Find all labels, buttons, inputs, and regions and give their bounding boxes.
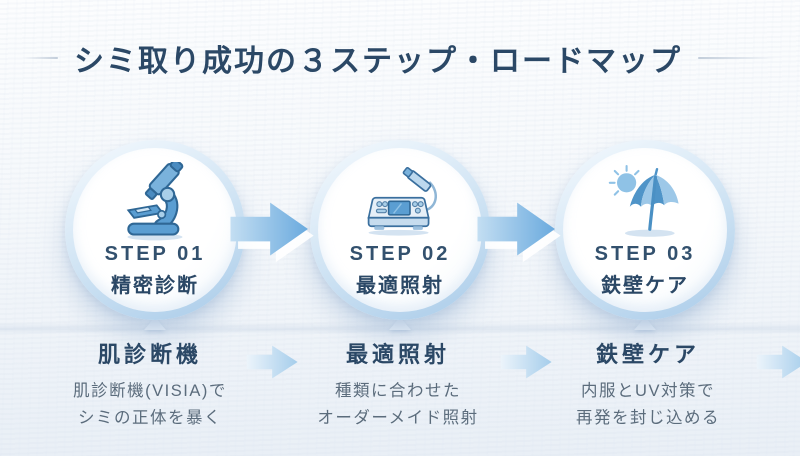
detail-3-line1: 内服とUV対策で [581, 382, 715, 400]
step-1-circle: STEP 01 精密診断 [65, 140, 245, 320]
step-3-circle-inner: STEP 03 鉄壁ケア [563, 148, 727, 312]
detail-1-line2: シミの正体を暴く [78, 409, 222, 428]
arrow-detail2-to-detail3-icon [500, 345, 552, 379]
detail-1-line1: 肌診断機(VISIA)で [73, 382, 227, 400]
microscope-icon [126, 162, 184, 241]
step-1-name: 精密診断 [111, 275, 199, 297]
arrow-detail3-continue-icon [756, 345, 800, 379]
detail-2-heading: 最適照射 [345, 342, 450, 367]
detail-3-line2: 再発を封じ込める [576, 409, 720, 428]
step-2-caret [389, 317, 411, 330]
page-title: シミ取り成功の３ステップ・ロードマップ [74, 44, 682, 79]
step-2-circle: STEP 02 最適照射 [310, 140, 490, 320]
arrow-step1-to-step2-icon [230, 202, 314, 263]
beach-umbrella-sun-icon [608, 164, 679, 237]
step-2-name: 最適照射 [356, 275, 444, 297]
step-3-circle: STEP 03 鉄壁ケア [555, 140, 735, 320]
laser-device-icon [367, 166, 437, 236]
step-3-label: STEP 03 [594, 243, 696, 265]
step-1-circle-inner: STEP 01 精密診断 [73, 148, 237, 312]
detail-column-2: 最適照射 種類に合わせた オーダーメイド照射 [273, 337, 523, 432]
step-1-label: STEP 01 [104, 243, 206, 265]
detail-3-heading: 鉄壁ケア [595, 342, 700, 367]
detail-1-heading: 肌診断機 [97, 342, 202, 367]
step-3-caret [634, 317, 656, 330]
detail-column-3: 鉄壁ケア 内服とUV対策で 再発を封じ込める [523, 337, 773, 432]
arrow-detail1-to-detail2-icon [246, 345, 298, 379]
arrow-step2-to-step3-icon [477, 202, 561, 263]
detail-column-1: 肌診断機 肌診断機(VISIA)で シミの正体を暴く [25, 337, 275, 432]
step-1-caret [144, 317, 166, 330]
step-2-circle-inner: STEP 02 最適照射 [318, 148, 482, 312]
detail-2-line1: 種類に合わせた [335, 382, 461, 400]
title-row: シミ取り成功の３ステップ・ロードマップ [0, 36, 800, 80]
title-decoration-line-left [24, 57, 58, 59]
detail-2-line2: オーダーメイド照射 [317, 409, 479, 428]
title-decoration-line-right [698, 57, 776, 59]
step-3-name: 鉄壁ケア [601, 275, 689, 297]
step-2-label: STEP 02 [349, 243, 451, 265]
